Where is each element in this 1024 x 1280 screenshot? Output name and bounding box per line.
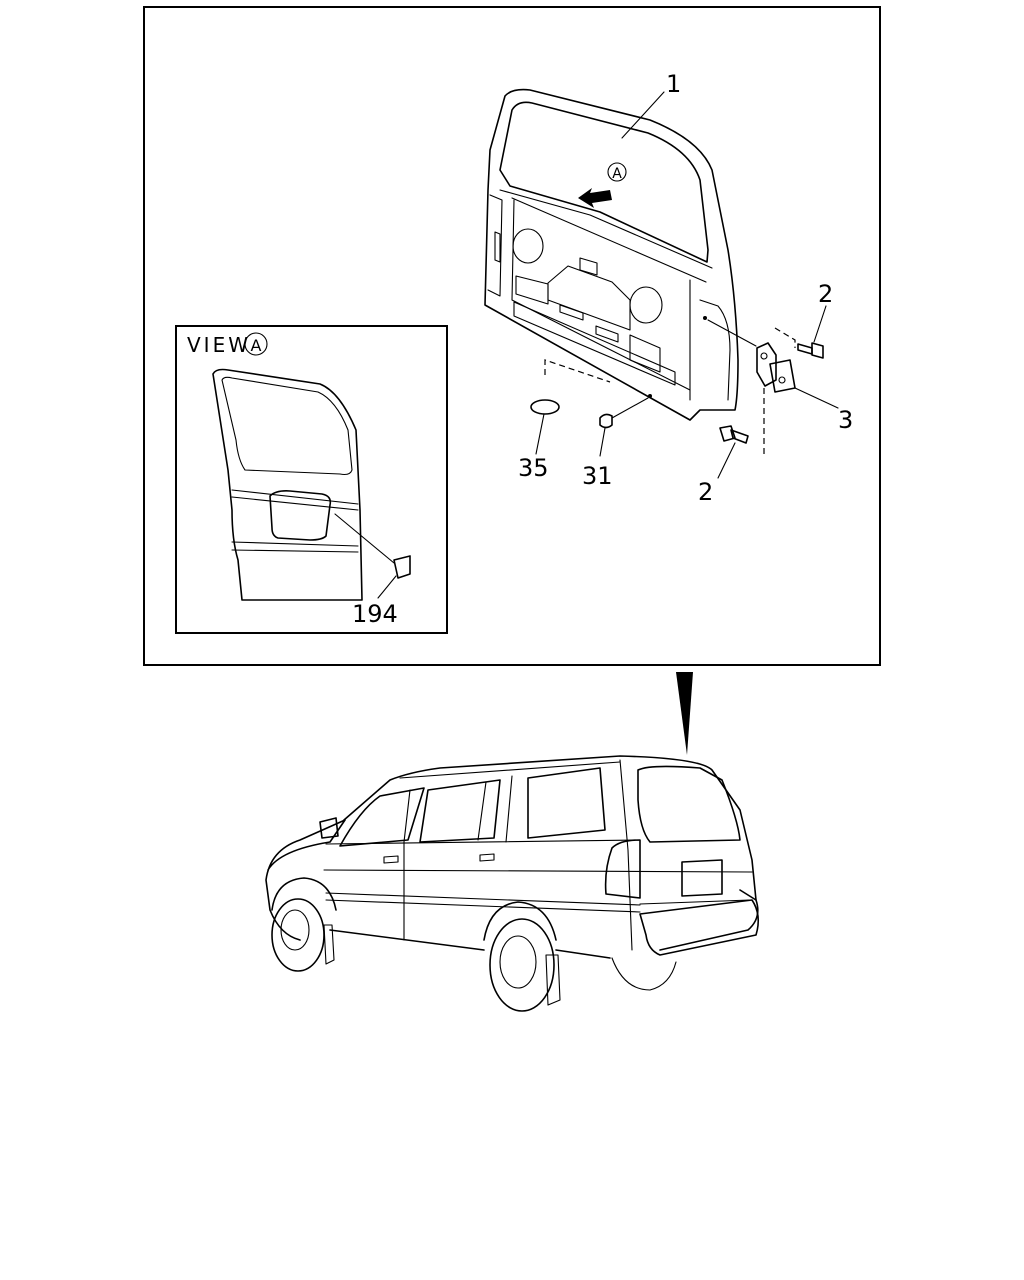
vehicle-illustration	[265, 755, 760, 1012]
exploded-view-frame	[143, 6, 881, 666]
plug-part	[530, 399, 560, 415]
bolt-lower	[719, 425, 749, 444]
callout-stopper: 31	[582, 462, 613, 490]
view-a-tailgate-side	[212, 368, 411, 601]
callout-bolt-upper: 2	[818, 280, 833, 308]
callout-tailgate: 1	[666, 70, 681, 98]
callout-emblem: 194	[352, 600, 398, 628]
view-a-inset	[175, 325, 448, 634]
callout-hinge: 3	[838, 406, 853, 434]
stopper-part	[599, 413, 613, 429]
view-a-marker-circle	[244, 332, 268, 356]
location-pointer	[676, 672, 693, 755]
callout-plug: 35	[518, 454, 549, 482]
tailgate-assembly	[484, 88, 739, 421]
hinge-part	[756, 342, 796, 393]
arrow-marker-letter: A	[612, 166, 622, 182]
arrow-marker-circle	[607, 162, 627, 182]
view-a-label: VIEW	[187, 333, 251, 357]
view-direction-arrow: A	[578, 162, 627, 208]
view-a-letter: A	[251, 336, 262, 355]
callout-bolt-lower: 2	[698, 478, 713, 506]
bolt-upper	[797, 342, 824, 359]
